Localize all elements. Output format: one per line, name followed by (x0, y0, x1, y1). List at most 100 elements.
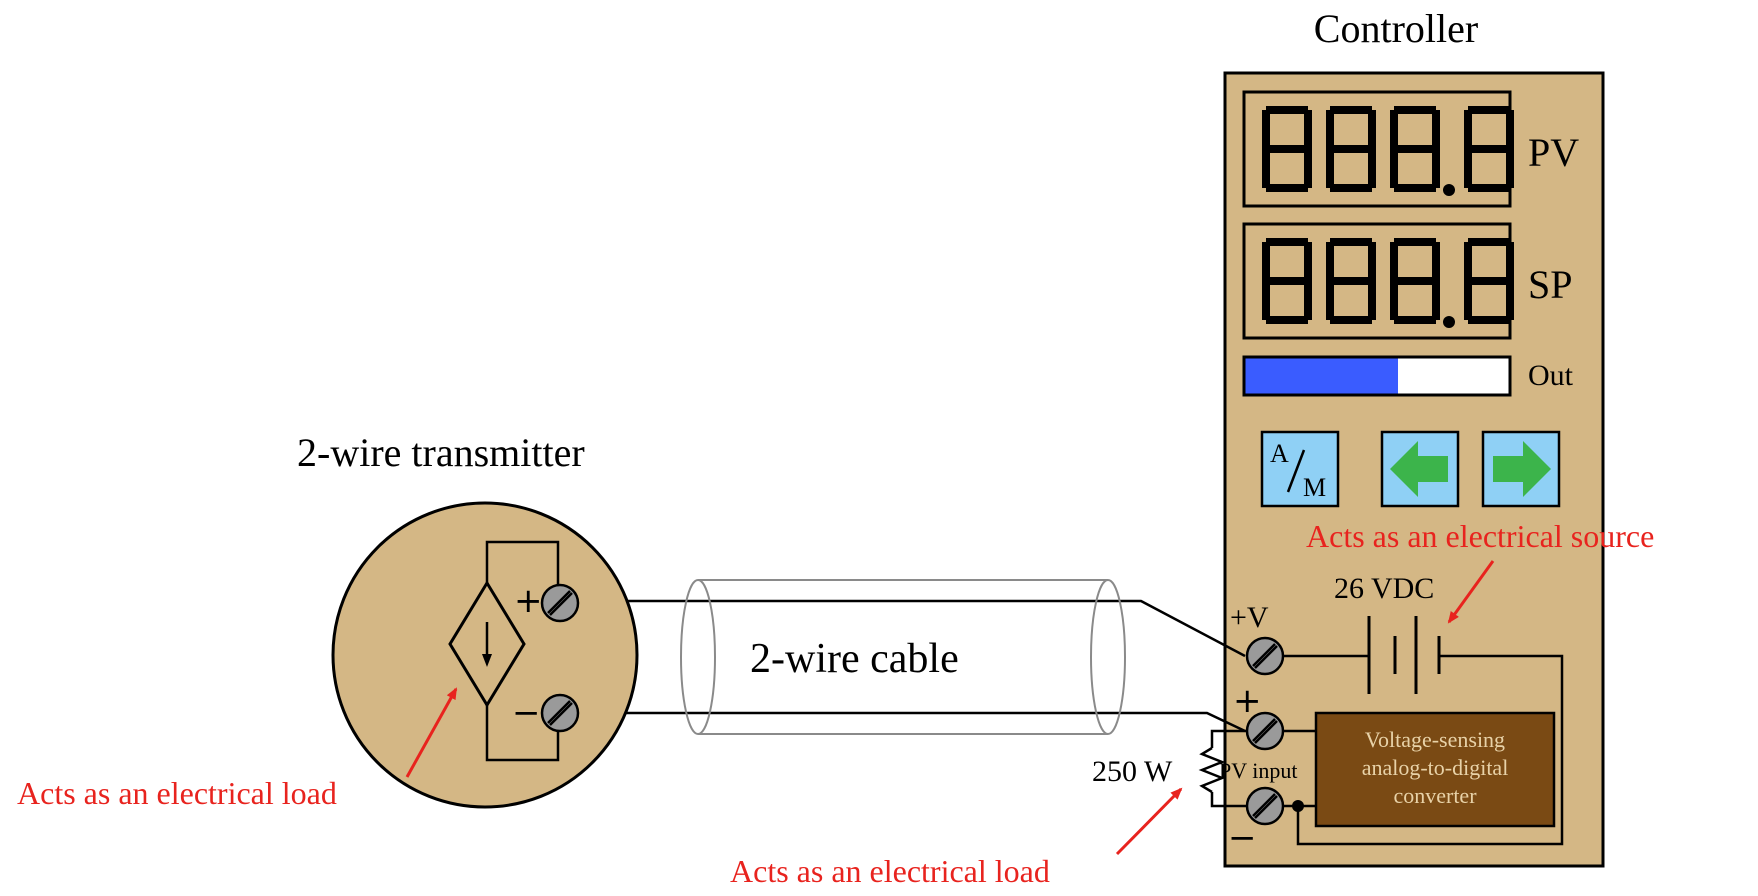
resistor-load-annotation: Acts as an electrical load (730, 853, 1050, 889)
adc-converter (1314, 711, 1556, 828)
digit-segment (1262, 110, 1270, 149)
digit-segment (1330, 238, 1372, 246)
digit-segment (1266, 184, 1308, 192)
am-top-letter: A (1270, 439, 1289, 468)
digit-segment (1468, 106, 1510, 114)
digit-segment (1262, 149, 1270, 188)
cable-label: 2-wire cable (750, 636, 959, 682)
current-arrowhead-icon (482, 654, 492, 667)
transmitter-plus-label: + (514, 581, 543, 621)
digit-segment (1304, 242, 1312, 281)
digit-segment (1262, 281, 1270, 320)
digit-segment (1304, 281, 1312, 320)
digit-segment (1304, 149, 1312, 188)
controller-title: Controller (1314, 6, 1478, 51)
digit-segment (1330, 277, 1372, 285)
digit-segment (1390, 149, 1398, 188)
digit-segment (1464, 110, 1472, 149)
resistor-250 (1198, 746, 1226, 794)
digit-segment (1468, 277, 1510, 285)
out-label: Out (1528, 359, 1574, 392)
digit-segment (1326, 110, 1334, 149)
digit-segment (1266, 106, 1308, 114)
pv-digits (1262, 106, 1514, 196)
wire-plus-line (580, 599, 1246, 658)
transmitter-load-arrow (405, 687, 458, 778)
digit-segment (1326, 242, 1334, 281)
v-terminal-screw[interactable] (1245, 636, 1285, 676)
wire-resistor-top (1210, 729, 1257, 748)
digit-segment (1468, 145, 1510, 153)
digit-segment (1394, 106, 1436, 114)
digit-segment (1394, 316, 1436, 324)
digit-segment (1464, 149, 1472, 188)
resistor-load-arrow (1115, 787, 1183, 856)
auto-manual-button[interactable]: A M (1260, 430, 1340, 508)
digit-segment (1390, 110, 1398, 149)
digit-segment (1506, 242, 1514, 281)
digit-segment (1266, 145, 1308, 153)
digit-segment (1432, 281, 1440, 320)
digit-segment (1394, 184, 1436, 192)
decimal-point (1443, 184, 1455, 196)
supply-label: 26 VDC (1334, 572, 1434, 605)
pv-input-label: PV input (1219, 758, 1297, 783)
digit-segment (1266, 277, 1308, 285)
digit-segment (1326, 149, 1334, 188)
pv-minus-label: − (1228, 818, 1257, 858)
resistor-label: 250 W (1092, 755, 1173, 788)
left-arrow-icon (1390, 441, 1448, 497)
digit-segment (1394, 277, 1436, 285)
wire-resistor-bottom (1210, 792, 1257, 808)
digit-segment (1330, 145, 1372, 153)
transmitter-wire-bottom (485, 705, 560, 762)
digit-segment (1368, 149, 1376, 188)
digit-segment (1368, 242, 1376, 281)
digit-segment (1432, 242, 1440, 281)
transmitter-minus-label: − (512, 693, 541, 733)
digit-segment (1266, 238, 1308, 246)
decimal-point (1443, 316, 1455, 328)
wire-battery-return (1296, 654, 1564, 846)
digit-segment (1368, 281, 1376, 320)
digit-segment (1464, 281, 1472, 320)
digit-segment (1506, 149, 1514, 188)
am-bottom-letter: M (1303, 473, 1326, 502)
digit-segment (1368, 110, 1376, 149)
sp-label: SP (1528, 262, 1573, 307)
digit-segment (1330, 184, 1372, 192)
transmitter-plus-screw[interactable] (540, 583, 580, 623)
digit-segment (1464, 242, 1472, 281)
digit-segment (1468, 238, 1510, 246)
digit-segment (1394, 238, 1436, 246)
source-arrow (1447, 560, 1495, 624)
transmitter-wire-top (485, 540, 560, 601)
transmitter-title: 2-wire transmitter (297, 430, 585, 475)
increase-button[interactable] (1481, 430, 1561, 508)
source-annotation: Acts as an electrical source (1306, 518, 1654, 554)
digit-segment (1506, 110, 1514, 149)
digit-segment (1468, 184, 1510, 192)
transmitter-load-annotation: Acts as an electrical load (17, 775, 337, 811)
converter-line-2: analog-to-digital (1362, 755, 1509, 780)
right-arrow-icon (1493, 441, 1551, 497)
transmitter-minus-screw[interactable] (540, 693, 580, 733)
v-terminal-label: +V (1230, 601, 1269, 634)
digit-segment (1266, 316, 1308, 324)
pv-label: PV (1528, 130, 1579, 175)
digit-segment (1390, 281, 1398, 320)
digit-segment (1330, 106, 1372, 114)
digit-segment (1432, 110, 1440, 149)
decrease-button[interactable] (1380, 430, 1460, 508)
digit-segment (1304, 110, 1312, 149)
digit-segment (1506, 281, 1514, 320)
digit-segment (1468, 316, 1510, 324)
digit-segment (1326, 281, 1334, 320)
output-bar-fill (1245, 358, 1398, 394)
digit-segment (1432, 149, 1440, 188)
pv-plus-terminal-screw[interactable] (1245, 711, 1285, 751)
digit-segment (1394, 145, 1436, 153)
cable-sheath (680, 579, 1126, 735)
